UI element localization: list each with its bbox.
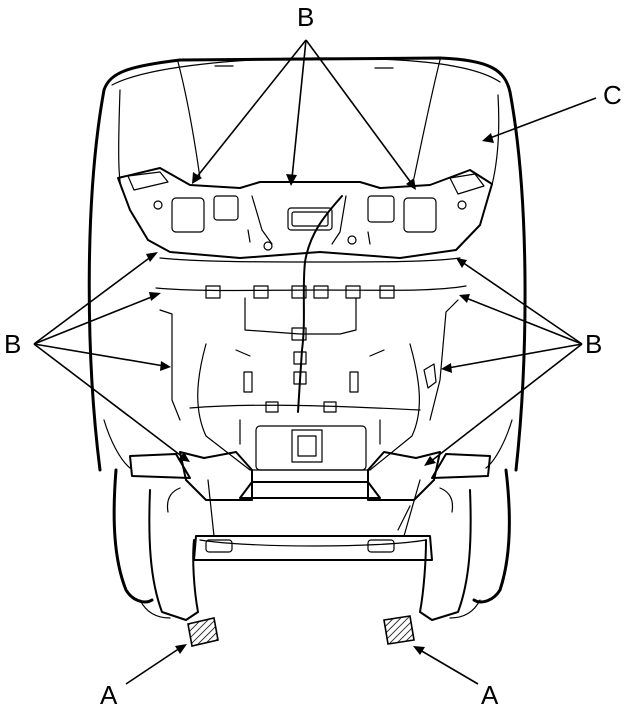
leaders-top-b — [192, 39, 416, 190]
leaders-a — [125, 644, 479, 685]
callout-right-b: B — [585, 329, 602, 359]
mount-foot-right — [383, 615, 415, 645]
lower-frame — [197, 343, 420, 471]
wire-harness — [155, 195, 467, 421]
callout-right-a: A — [481, 680, 499, 710]
leaders-right-b — [424, 258, 583, 466]
upper-frame-panel — [117, 167, 493, 259]
callout-top-b: B — [297, 2, 314, 32]
seat-back-shell — [87, 56, 527, 472]
seat-cushion-assembly — [112, 451, 511, 621]
callout-c: C — [603, 80, 622, 110]
leaders-left-b — [33, 252, 190, 462]
callout-left-b: B — [4, 329, 21, 359]
callout-left-a: A — [100, 680, 118, 710]
leader-c — [482, 97, 597, 143]
mount-foot-left — [187, 617, 219, 647]
